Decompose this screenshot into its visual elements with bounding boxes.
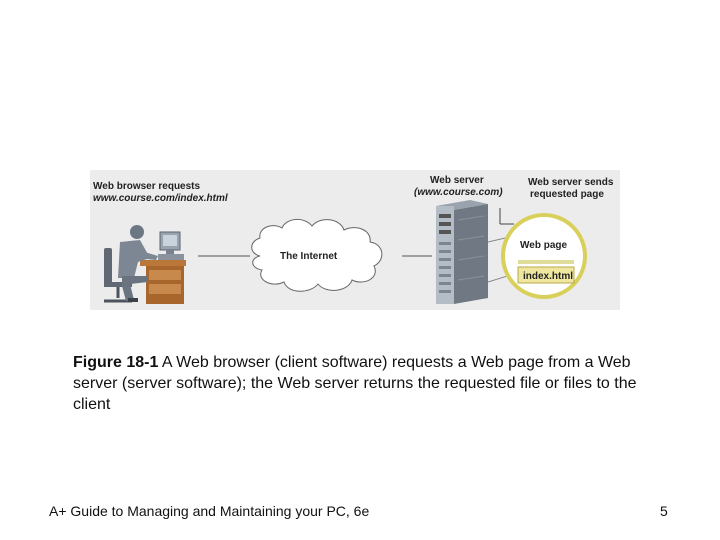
file-box <box>517 266 575 284</box>
webpage-callout-circle <box>501 213 587 299</box>
client-label-line1: Web browser requests <box>93 181 201 192</box>
webpage-label: Web page <box>520 240 567 251</box>
sends-label-line1: Web server sends <box>528 177 614 188</box>
caption-text: A Web browser (client software) requests… <box>73 354 637 413</box>
file-label: index.html <box>523 271 573 282</box>
sends-label-line2: requested page <box>530 189 604 200</box>
figure-caption: Figure 18-1 A Web browser (client softwa… <box>73 352 663 415</box>
page-number: 5 <box>660 503 668 519</box>
internet-label: The Internet <box>280 251 338 262</box>
footer-title: A+ Guide to Managing and Maintaining you… <box>49 503 370 519</box>
figure-number: Figure 18-1 <box>73 354 159 371</box>
server-label-line2: (www.course.com) <box>414 187 503 198</box>
server-label-line1: Web server <box>430 175 484 186</box>
client-label-line2: www.course.com/index.html <box>93 193 228 204</box>
server-icon <box>436 200 488 304</box>
internet-cloud-icon <box>251 219 383 292</box>
client-server-diagram: Web browser requests www.course.com/inde… <box>90 170 620 310</box>
user-at-computer-icon <box>104 225 186 304</box>
